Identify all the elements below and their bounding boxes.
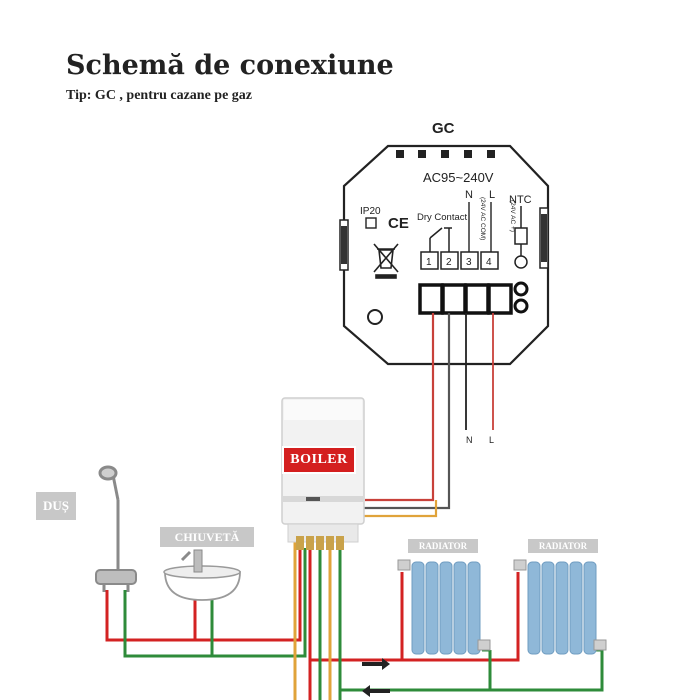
- flow-arrows: [362, 658, 390, 697]
- thermostat-model-label: GC: [432, 120, 455, 137]
- page-subtitle: Tip: GC , pentru cazane pe gaz: [66, 88, 253, 103]
- ntc-probe-icon: [514, 206, 528, 269]
- sink-label: CHIUVETĂ: [160, 527, 254, 547]
- weee-bin-icon: [373, 243, 399, 279]
- ce-mark-label: CE: [388, 215, 409, 232]
- com-rotated-label: (24V AC COM): [479, 197, 486, 240]
- n-terminal-label: N: [465, 189, 473, 201]
- shower-label: DUȘ: [36, 492, 76, 520]
- dry-contact-switch-icon: [429, 227, 452, 252]
- ip-rating-label: IP20: [360, 206, 381, 217]
- radiator-2-icon: [513, 559, 607, 655]
- ntc-label: NTC: [509, 194, 532, 206]
- radiator-2-label: RADIATOR: [528, 539, 598, 553]
- page-title: Schemă de conexiune: [66, 50, 394, 81]
- l-terminal-label: L: [489, 189, 495, 201]
- ip-rating-square: [365, 217, 377, 229]
- plus-rotated-label: (24V AC +): [509, 200, 516, 232]
- sink-fixture-icon: [163, 549, 241, 601]
- shower-fixture-icon: [95, 465, 137, 592]
- terminal-number-3: 3: [466, 257, 472, 268]
- terminal-number-2: 2: [446, 257, 452, 268]
- pipe-network: [105, 540, 604, 700]
- boiler-unit: [281, 397, 365, 550]
- terminal-number-4: 4: [486, 257, 492, 268]
- terminal-number-row: [420, 251, 499, 270]
- dry-contact-label: Dry Contact: [417, 212, 468, 223]
- radiator-1-icon: [397, 559, 491, 655]
- wire-l-label: L: [489, 435, 494, 445]
- boiler-label: BOILER: [282, 446, 356, 474]
- screw-terminal-block: [418, 281, 529, 315]
- wire-n-label: N: [466, 435, 473, 445]
- terminal-number-1: 1: [426, 257, 432, 268]
- radiator-1-label: RADIATOR: [408, 539, 478, 553]
- voltage-label: AC95~240V: [423, 170, 494, 185]
- signal-wires: [360, 313, 494, 518]
